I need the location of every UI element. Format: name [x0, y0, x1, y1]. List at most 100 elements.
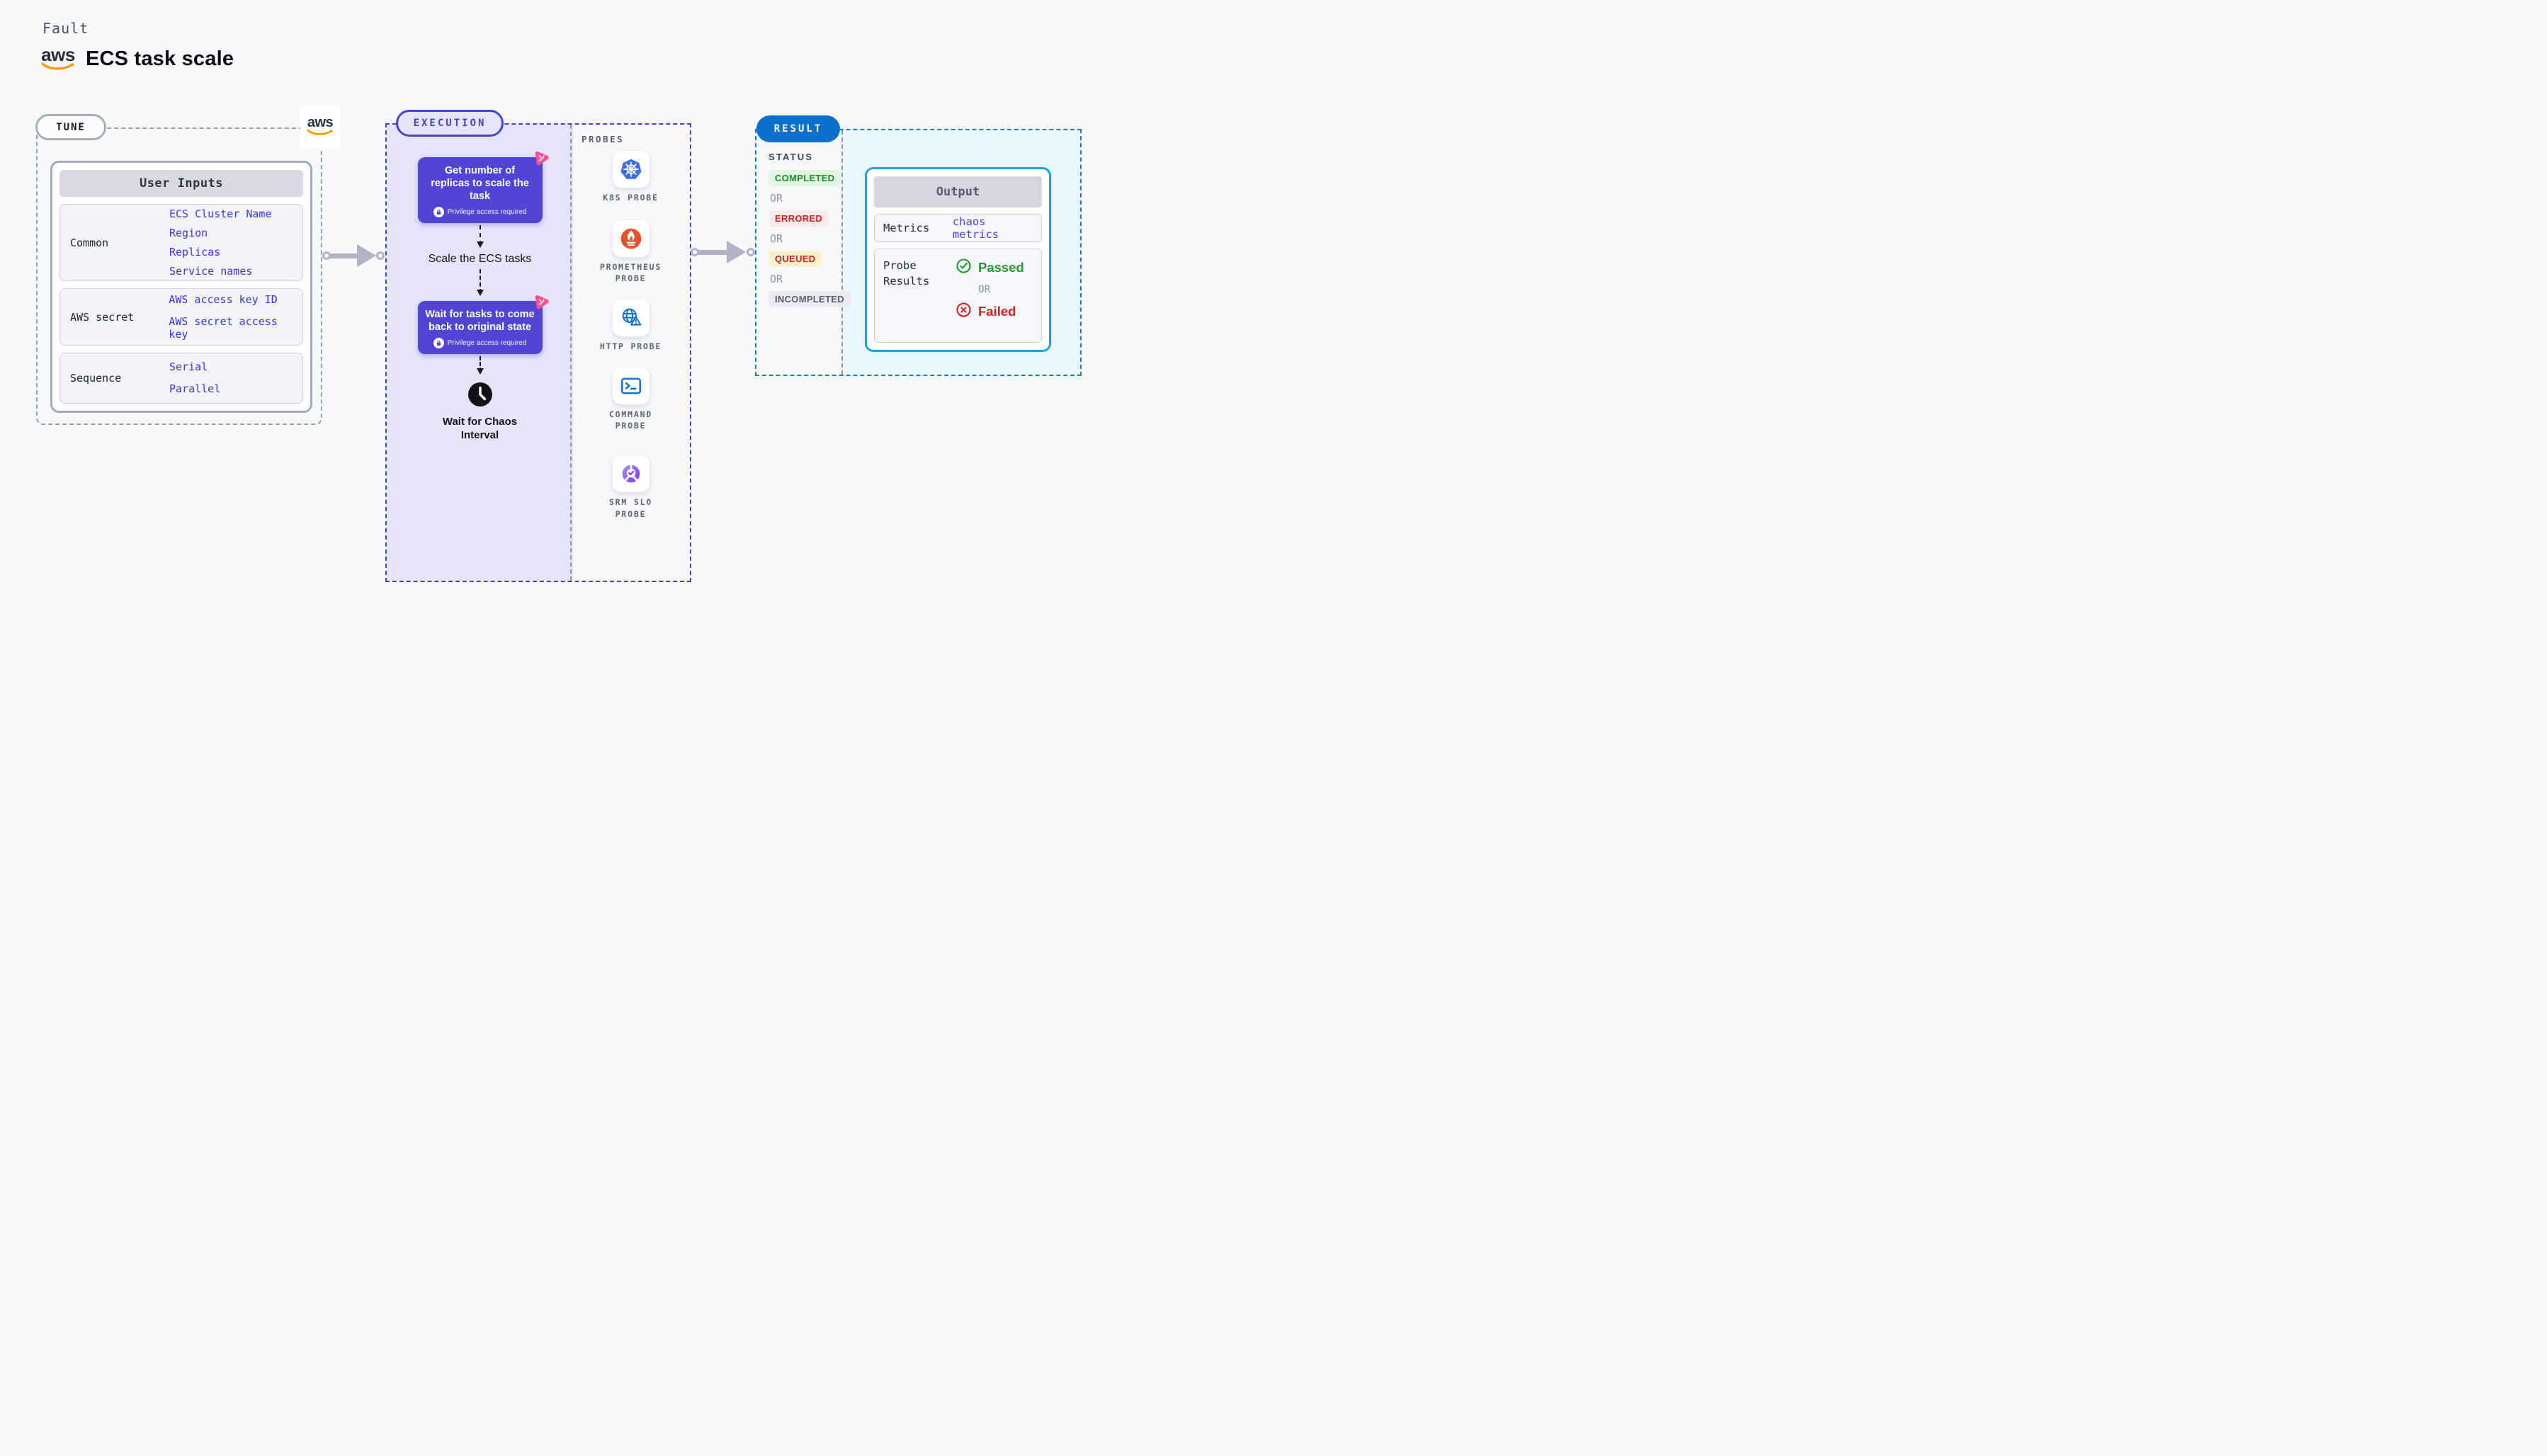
status-title: STATUS: [768, 152, 814, 162]
input-row-label: AWS secret: [70, 310, 135, 324]
step-label-scale-tasks: Scale the ECS tasks: [428, 252, 532, 265]
confetti-icon: [533, 293, 550, 314]
probe-item-k8s: K8S PROBE: [594, 151, 668, 204]
input-link[interactable]: Service names: [169, 265, 253, 278]
probe-label: K8S PROBE: [603, 193, 659, 203]
tune-pill: TUNE: [35, 114, 106, 140]
privilege-badge: Privilege access required: [425, 337, 535, 348]
execution-flow: Get number of replicas to scale the task…: [387, 125, 573, 581]
tune-section: [36, 127, 322, 425]
input-links: ECS Cluster Name Region Replicas Service…: [169, 207, 272, 278]
connector-dot-icon: [376, 251, 385, 260]
confetti-icon: [533, 149, 550, 171]
input-link[interactable]: Serial: [169, 360, 208, 374]
arrow-shaft-icon: [698, 250, 728, 255]
probe-item-command: COMMAND PROBE: [594, 367, 668, 432]
probes-title: PROBES: [582, 134, 625, 144]
result-pill: RESULT: [756, 115, 840, 142]
step-connector-icon: [476, 224, 484, 248]
failed-label: Failed: [978, 304, 1016, 319]
prometheus-icon: [612, 220, 649, 257]
page-kicker: Fault: [42, 20, 89, 37]
probes-panel: PROBES: [570, 125, 690, 581]
status-column: STATUS COMPLETED OR ERRORED OR QUEUED OR…: [768, 152, 851, 313]
input-link[interactable]: Replicas: [169, 246, 221, 259]
privilege-label: Privilege access required: [447, 339, 527, 347]
or-separator: OR: [978, 284, 991, 295]
passed-label: Passed: [978, 260, 1024, 275]
input-link[interactable]: Region: [169, 227, 208, 240]
status-badge-incompleted: INCOMPLETED: [768, 291, 851, 307]
aws-smile-icon: [307, 129, 334, 135]
probe-results-row: Probe Results Passed OR: [874, 249, 1042, 343]
input-links: AWS access key ID AWS secret access key: [169, 293, 302, 341]
input-link[interactable]: AWS access key ID: [169, 293, 278, 307]
step-title: Wait for tasks to come back to original …: [425, 308, 535, 333]
user-inputs-header: User Inputs: [59, 170, 303, 197]
diagram-canvas: Fault aws ECS task scale TUNE aws User I…: [0, 0, 1091, 623]
kubernetes-icon: [612, 151, 649, 188]
input-row-label: Sequence: [70, 371, 122, 385]
execution-section: Get number of replicas to scale the task…: [385, 123, 691, 582]
input-row-common: Common ECS Cluster Name Region Replicas …: [59, 204, 303, 282]
metrics-row: Metrics chaos metrics: [874, 214, 1042, 242]
connector-dot-icon: [691, 248, 699, 256]
chaos-metrics-link[interactable]: chaos metrics: [952, 215, 999, 241]
lock-icon: [433, 206, 444, 217]
or-separator: OR: [770, 232, 783, 245]
input-links: Serial Parallel: [169, 360, 220, 395]
probe-label: PROMETHEUS PROBE: [599, 261, 662, 284]
tune-aws-badge: aws: [300, 105, 340, 149]
failed-line: Failed: [955, 302, 1024, 322]
output-header: Output: [874, 176, 1042, 207]
input-row-sequence: Sequence Serial Parallel: [59, 352, 303, 404]
probe-label: SRM SLO PROBE: [608, 497, 653, 519]
input-row-label: Common: [70, 236, 109, 249]
passed-line: Passed: [955, 258, 1024, 278]
aws-smile-icon: [41, 62, 75, 70]
x-circle-icon: [955, 302, 972, 322]
arrow-shaft-icon: [330, 254, 358, 258]
step-connector-icon: [476, 356, 484, 375]
metrics-label: Metrics: [883, 221, 930, 234]
status-badge-queued: QUEUED: [768, 251, 822, 267]
connector-dot-icon: [322, 251, 331, 260]
execution-pill: EXECUTION: [396, 110, 504, 137]
status-badge-completed: COMPLETED: [768, 170, 841, 186]
probe-item-srm-slo: SRM SLO PROBE: [594, 455, 668, 520]
probe-item-prometheus: PROMETHEUS PROBE: [594, 220, 668, 285]
aws-logo-icon: aws: [307, 115, 334, 137]
step-connector-icon: [476, 268, 484, 296]
or-separator: OR: [770, 192, 783, 205]
step-title: Get number of replicas to scale the task: [431, 165, 529, 202]
lock-icon: [433, 337, 444, 348]
http-globe-icon: [612, 300, 649, 337]
privilege-label: Privilege access required: [447, 207, 527, 216]
input-row-aws-secret: AWS secret AWS access key ID AWS secret …: [59, 288, 303, 346]
probe-results-values: Passed OR Failed: [955, 258, 1024, 334]
clock-icon: [467, 382, 493, 411]
probe-item-http: HTTP PROBE: [594, 300, 668, 353]
connector-dot-icon: [747, 248, 755, 256]
input-link[interactable]: Parallel: [169, 382, 221, 396]
input-link[interactable]: ECS Cluster Name: [169, 207, 272, 221]
probe-results-label: Probe Results: [883, 259, 930, 288]
probe-label: HTTP PROBE: [599, 341, 662, 352]
status-badge-errored: ERRORED: [768, 210, 829, 227]
or-separator: OR: [770, 273, 783, 285]
probe-label: COMMAND PROBE: [608, 409, 653, 431]
arrow-head-icon: [727, 241, 746, 263]
step-card-get-replicas: Get number of replicas to scale the task…: [417, 151, 549, 223]
check-circle-icon: [955, 258, 972, 278]
page-header: aws ECS task scale: [41, 45, 234, 72]
privilege-badge: Privilege access required: [425, 206, 535, 217]
input-link[interactable]: AWS secret access key: [169, 315, 278, 341]
output-card: Output Metrics chaos metrics Probe Resul…: [865, 167, 1051, 352]
execution-flow-area: Get number of replicas to scale the task…: [387, 125, 573, 581]
aws-logo-icon: aws: [41, 45, 75, 72]
step-card-wait-original-state: Wait for tasks to come back to original …: [417, 295, 549, 354]
slo-donut-icon: [612, 455, 649, 493]
user-inputs-card: User Inputs Common ECS Cluster Name Regi…: [50, 161, 312, 413]
arrow-head-icon: [357, 244, 376, 267]
wait-chaos-interval-label: Wait for Chaos Interval: [442, 415, 518, 441]
